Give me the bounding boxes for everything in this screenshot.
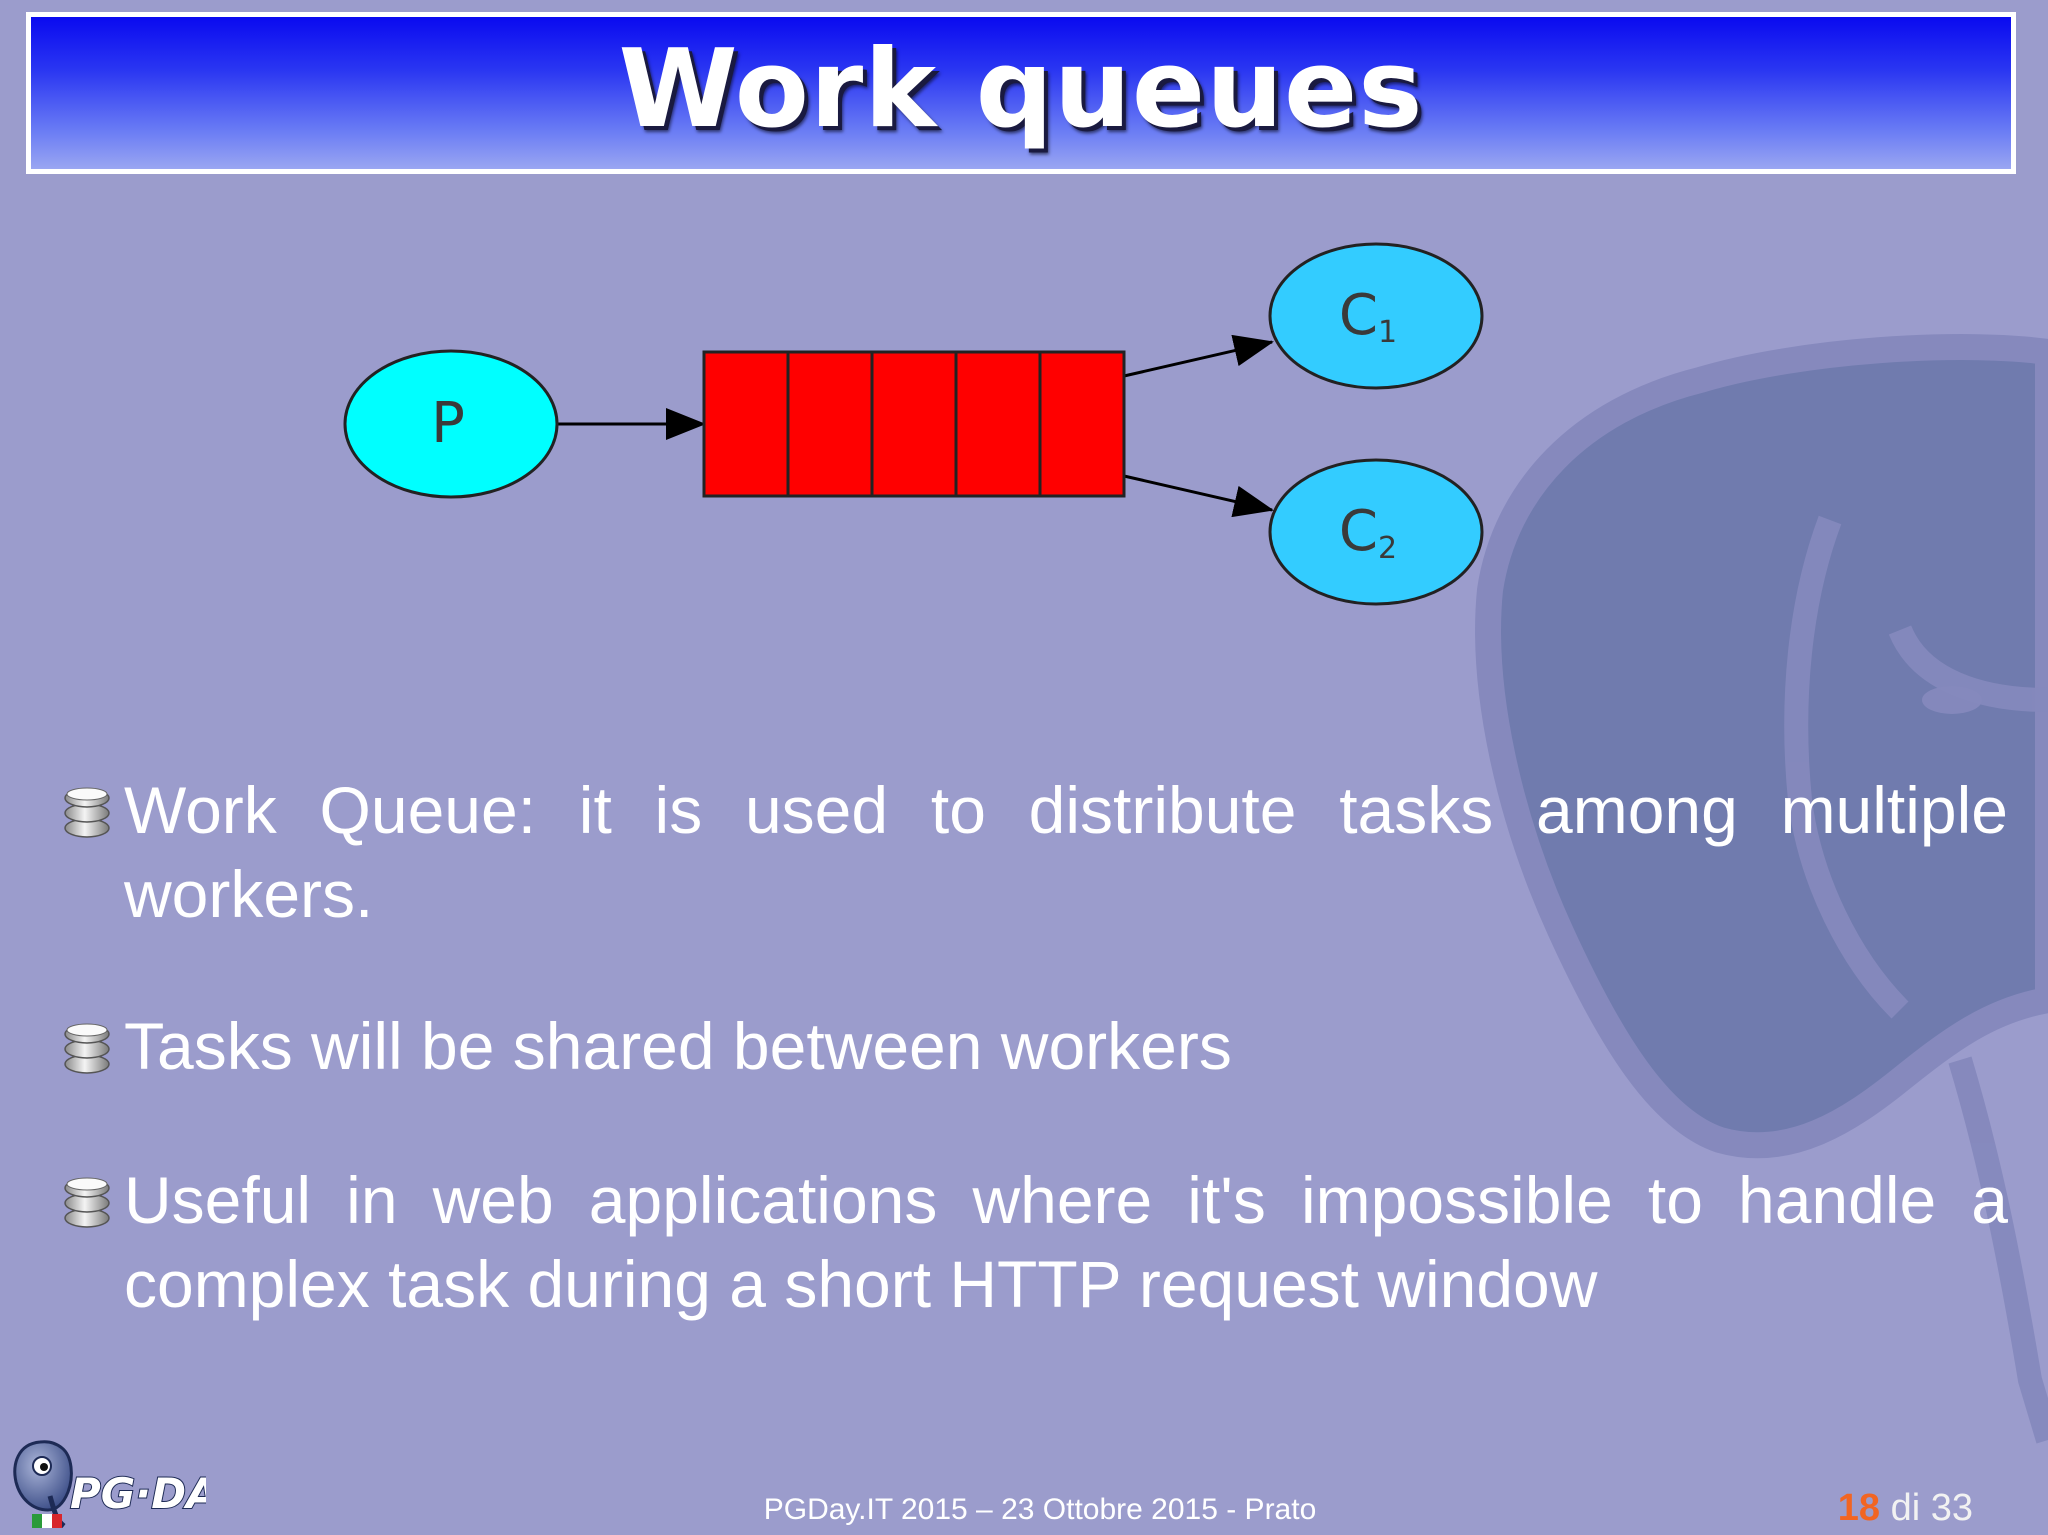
- logo-text: PG·DAY: [70, 1469, 206, 1518]
- producer-node: P: [343, 349, 559, 499]
- producer-label: P: [431, 391, 465, 456]
- bullet-item: Work Queue: it is used to distribute tas…: [62, 768, 2008, 936]
- queue-to-consumer-2-arrow: [1123, 474, 1274, 518]
- queue-to-consumer-1-arrow: [1123, 334, 1274, 378]
- consumer-2-subscript: 2: [1378, 531, 1397, 566]
- consumer-2-letter: C: [1339, 499, 1378, 564]
- consumer-1-letter: C: [1339, 283, 1378, 348]
- consumer-1-subscript: 1: [1378, 315, 1397, 350]
- slide-title: Work queues: [618, 27, 1424, 152]
- consumer-2-node: C2: [1268, 458, 1484, 606]
- footer-text: PGDay.IT 2015 – 23 Ottobre 2015 - Prato: [763, 1493, 1317, 1526]
- consumer-2-label: C2: [1339, 499, 1397, 566]
- page-total: 33: [1930, 1487, 1973, 1529]
- bullet-item: Tasks will be shared between workers: [62, 1004, 2008, 1088]
- page-current: 18: [1837, 1487, 1881, 1529]
- database-icon: [64, 1177, 110, 1228]
- queue-node: [702, 350, 1126, 498]
- database-icon: [64, 1023, 110, 1074]
- consumer-1-label: C1: [1339, 283, 1397, 350]
- bullet-list: Work Queue: it is used to distribute tas…: [62, 768, 2008, 1394]
- page-number: 18 di 33: [1838, 1486, 1973, 1530]
- database-icon: [64, 787, 110, 838]
- work-queue-diagram: P C1 C2: [343, 242, 1484, 606]
- title-banner: Work queues: [26, 12, 2016, 174]
- pgday-logo-icon: PG·DAY: [13, 1440, 206, 1528]
- consumer-1-node: C1: [1268, 242, 1484, 390]
- queue-box: [702, 350, 1126, 498]
- bullet-text: Work Queue: it is used to distribute tas…: [124, 773, 2008, 931]
- bullet-text: Tasks will be shared between workers: [124, 1009, 1232, 1083]
- bullet-text: Useful in web applications where it's im…: [124, 1163, 2008, 1321]
- page-separator: di: [1890, 1487, 1921, 1529]
- bullet-item: Useful in web applications where it's im…: [62, 1158, 2008, 1326]
